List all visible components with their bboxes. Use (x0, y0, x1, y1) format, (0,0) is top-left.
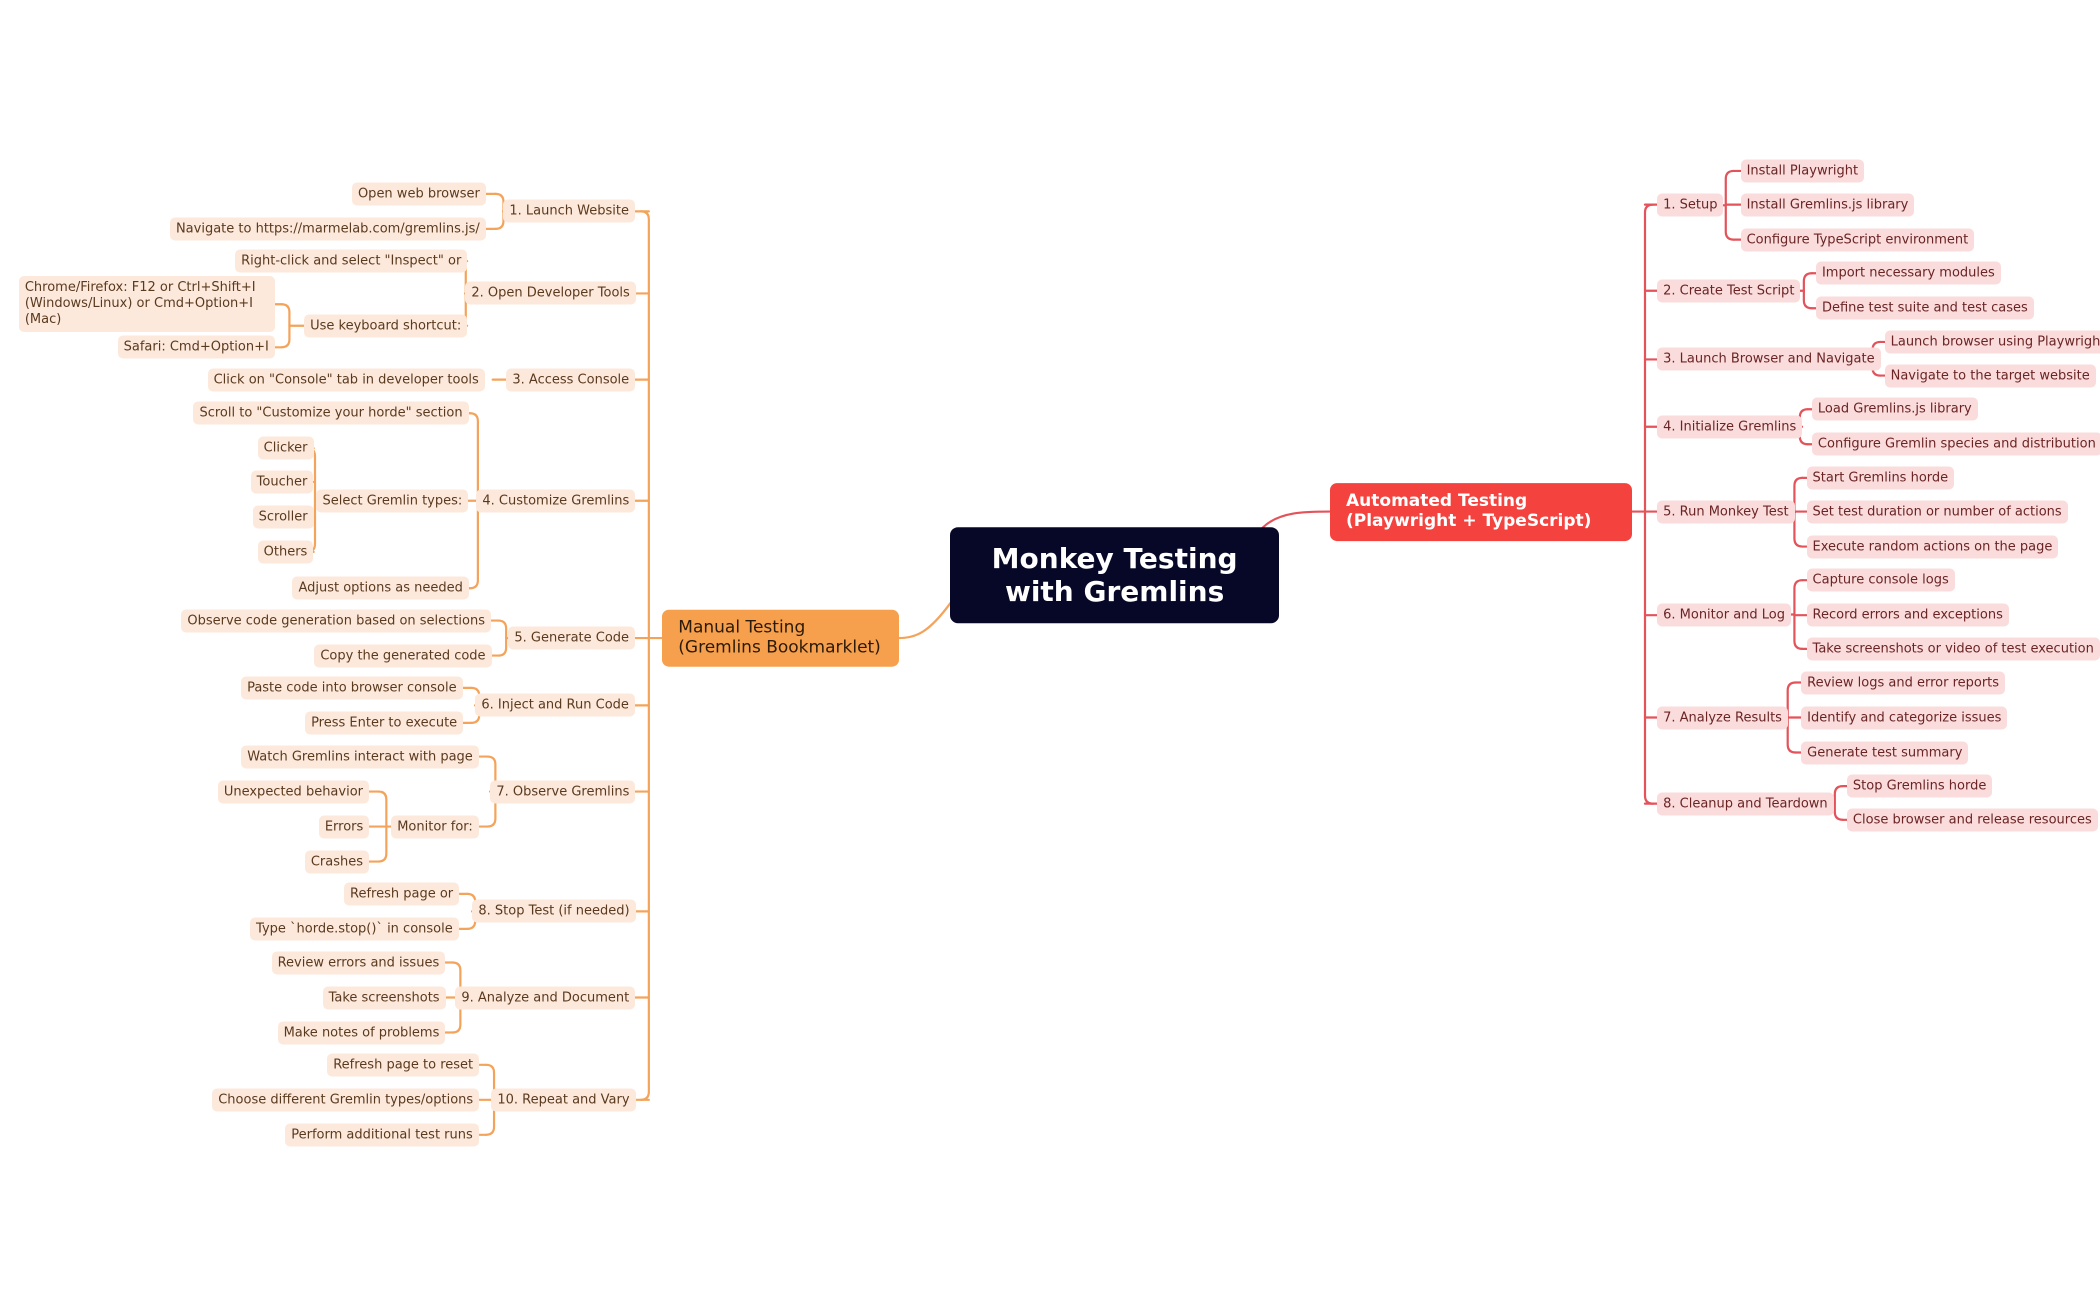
auto-step-2-item[interactable]: Define test suite and test cases (1815, 296, 2034, 320)
manual-step-1-item[interactable]: Open web browser (351, 182, 486, 206)
edge-root-manual (898, 601, 952, 640)
manual-step-7[interactable]: 7. Observe Gremlins (490, 780, 636, 804)
auto-step-6-item[interactable]: Record errors and exceptions (1806, 603, 2009, 627)
edge-auto-step-2-children-bracket (1802, 272, 1813, 310)
manual-step-3-item[interactable]: Click on "Console" tab in developer tool… (207, 368, 485, 392)
manual-step-6-item[interactable]: Press Enter to execute (305, 711, 464, 735)
auto-step-7-item[interactable]: Review logs and error reports (1801, 671, 2006, 694)
manual-step-9-item[interactable]: Review errors and issues (271, 951, 446, 974)
manual-step-1[interactable]: 1. Launch Website (503, 199, 635, 223)
auto-step-5[interactable]: 5. Run Monkey Test (1657, 500, 1795, 524)
branch-automated-testing[interactable]: Automated Testing (Playwright + TypeScri… (1330, 483, 1632, 542)
manual-step-9-item[interactable]: Make notes of problems (277, 1021, 446, 1044)
manual-step-5[interactable]: 5. Generate Code (508, 626, 636, 650)
auto-step-2[interactable]: 2. Create Test Script (1657, 279, 1801, 303)
manual-step-9[interactable]: 9. Analyze and Document (455, 986, 636, 1009)
auto-step-7-item[interactable]: Identify and categorize issues (1801, 706, 2008, 729)
manual-step-7-item[interactable]: Monitor for: (391, 815, 479, 839)
manual-step-10-item[interactable]: Perform additional test runs (285, 1123, 479, 1147)
manual-subitem[interactable]: Scroller (252, 505, 314, 529)
auto-step-5-item[interactable]: Set test duration or number of actions (1806, 500, 2068, 524)
root-topic[interactable]: Monkey Testing with Gremlins (950, 527, 1279, 624)
auto-step-6-item[interactable]: Capture console logs (1806, 568, 1955, 592)
edge-manual-grand-2-bracket (280, 303, 291, 349)
manual-step-3[interactable]: 3. Access Console (506, 368, 636, 392)
manual-step-4-item[interactable]: Adjust options as needed (292, 576, 469, 600)
manual-step-6[interactable]: 6. Inject and Run Code (475, 693, 635, 717)
manual-subitem[interactable]: Clicker (257, 436, 314, 460)
auto-step-7-item[interactable]: Generate test summary (1801, 741, 1969, 764)
manual-step-4-item[interactable]: Scroll to "Customize your horde" section (193, 401, 469, 425)
auto-step-8[interactable]: 8. Cleanup and Teardown (1657, 792, 1834, 816)
auto-step-7[interactable]: 7. Analyze Results (1657, 706, 1788, 729)
manual-subitem[interactable]: Others (257, 540, 314, 564)
manual-subitem[interactable]: Chrome/Firefox: F12 or Ctrl+Shift+I (Win… (18, 276, 275, 333)
auto-step-6[interactable]: 6. Monitor and Log (1657, 603, 1792, 627)
manual-step-5-item[interactable]: Copy the generated code (314, 644, 492, 668)
auto-step-8-item[interactable]: Stop Gremlins horde (1846, 774, 1993, 798)
auto-step-4[interactable]: 4. Initialize Gremlins (1657, 415, 1803, 439)
auto-step-4-item[interactable]: Configure Gremlin species and distributi… (1811, 432, 2100, 456)
manual-step-6-item[interactable]: Paste code into browser console (241, 676, 463, 700)
manual-step-8-item[interactable]: Type `horde.stop()` in console (250, 917, 459, 941)
manual-step-2-item[interactable]: Right-click and select "Inspect" or (235, 249, 468, 273)
manual-step-4-item[interactable]: Select Gremlin types: (316, 489, 469, 513)
manual-subitem[interactable]: Toucher (250, 470, 314, 494)
edge-auto-step-8-children-bracket (1833, 785, 1844, 821)
auto-step-1-item[interactable]: Install Gremlins.js library (1740, 193, 1915, 217)
auto-step-5-item[interactable]: Start Gremlins horde (1806, 466, 1955, 490)
auto-step-8-item[interactable]: Close browser and release resources (1846, 808, 2098, 832)
manual-step-9-item[interactable]: Take screenshots (322, 986, 446, 1009)
auto-step-2-item[interactable]: Import necessary modules (1815, 261, 2001, 285)
manual-step-5-item[interactable]: Observe code generation based on selecti… (181, 609, 491, 633)
auto-step-4-item[interactable]: Load Gremlins.js library (1811, 397, 1978, 421)
manual-step-8-item[interactable]: Refresh page or (344, 882, 460, 906)
auto-step-3-item[interactable]: Navigate to the target website (1884, 364, 2096, 388)
edge-root-automated (1261, 510, 1332, 529)
auto-step-1[interactable]: 1. Setup (1657, 193, 1724, 217)
manual-step-1-item[interactable]: Navigate to https://marmelab.com/gremlin… (169, 217, 486, 241)
manual-subitem[interactable]: Unexpected behavior (217, 780, 369, 804)
manual-step-10[interactable]: 10. Repeat and Vary (491, 1088, 636, 1112)
auto-step-3[interactable]: 3. Launch Browser and Navigate (1657, 347, 1881, 371)
manual-step-10-item[interactable]: Choose different Gremlin types/options (212, 1088, 480, 1112)
manual-step-8[interactable]: 8. Stop Test (if needed) (472, 899, 636, 923)
branch-manual-testing[interactable]: Manual Testing (Gremlins Bookmarklet) (662, 609, 900, 667)
auto-step-5-item[interactable]: Execute random actions on the page (1806, 535, 2059, 559)
manual-step-7-item[interactable]: Watch Gremlins interact with page (241, 745, 479, 769)
manual-step-2-item[interactable]: Use keyboard shortcut: (304, 314, 468, 338)
manual-step-4[interactable]: 4. Customize Gremlins (476, 489, 636, 513)
manual-step-2[interactable]: 2. Open Developer Tools (465, 281, 636, 305)
manual-subitem[interactable]: Safari: Cmd+Option+I (117, 335, 275, 359)
edge-manual-step-5-children-bracket (497, 619, 508, 657)
auto-step-1-item[interactable]: Configure TypeScript environment (1740, 228, 1975, 252)
auto-step-3-item[interactable]: Launch browser using Playwright (1884, 330, 2100, 354)
auto-step-6-item[interactable]: Take screenshots or video of test execut… (1806, 637, 2100, 661)
auto-step-1-item[interactable]: Install Playwright (1740, 159, 1865, 183)
manual-subitem[interactable]: Crashes (304, 850, 370, 874)
manual-step-10-item[interactable]: Refresh page to reset (327, 1053, 480, 1077)
manual-subitem[interactable]: Errors (318, 815, 370, 839)
